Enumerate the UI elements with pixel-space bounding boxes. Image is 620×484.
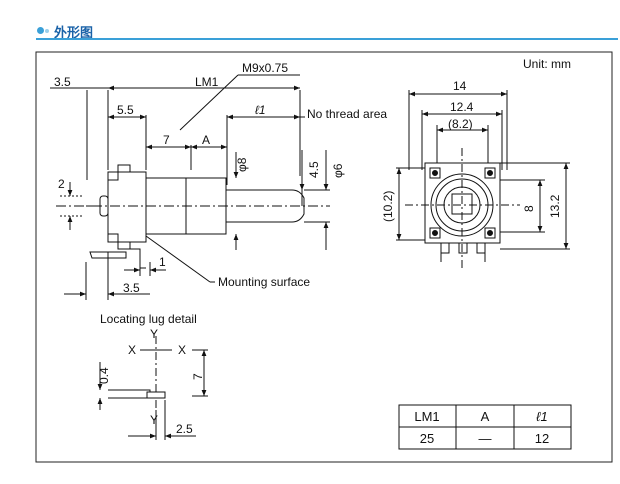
- dim-13-2: 13.2: [548, 194, 562, 218]
- bullet-icon: [37, 27, 44, 34]
- mounting-surface-label: Mounting surface: [218, 275, 310, 289]
- dim-lm1: LM1: [195, 75, 219, 89]
- lug-detail-title: Locating lug detail: [100, 312, 197, 326]
- table-header-lm1: LM1: [414, 409, 439, 424]
- dim-phi8: φ8: [235, 157, 249, 172]
- dim-l1: ℓ1: [255, 103, 266, 117]
- no-thread-area-label: No thread area: [307, 107, 387, 121]
- dim-8-front: 8: [522, 205, 536, 212]
- dim-4-5: 4.5: [307, 161, 321, 178]
- lug-x-left: X: [128, 343, 136, 357]
- dim-12-4: 12.4: [450, 100, 474, 114]
- dim-10-2: (10.2): [381, 191, 395, 222]
- dimension-table: [398, 404, 572, 450]
- table-cell-l1: 12: [535, 431, 549, 446]
- lug-dim-2-5: 2.5: [176, 422, 193, 436]
- lug-x-right: X: [178, 343, 186, 357]
- table-header-a: A: [481, 409, 490, 424]
- side-view: [50, 74, 330, 300]
- dim-8-2: (8.2): [448, 117, 473, 131]
- table-cell-lm1: 25: [420, 431, 434, 446]
- table-header-l1: ℓ1: [536, 409, 547, 424]
- dim-phi6: φ6: [331, 163, 345, 178]
- dim-3-5-bottom: 3.5: [123, 281, 140, 295]
- drawing-frame: [35, 51, 613, 463]
- front-view: [396, 90, 570, 268]
- header-rule: [36, 38, 618, 40]
- lug-dim-0-4: 0.4: [97, 367, 111, 384]
- lug-y-top: Y: [150, 327, 158, 341]
- lug-dim-7: 7: [191, 373, 205, 380]
- dim-7: 7: [163, 133, 170, 147]
- lug-detail: [97, 336, 208, 440]
- table-cell-a: —: [479, 431, 492, 446]
- page-header: 外形图: [0, 0, 620, 44]
- dim-5-5: 5.5: [117, 103, 134, 117]
- dim-a: A: [202, 133, 210, 147]
- page-title: 外形图: [54, 26, 94, 41]
- dim-2: 2: [58, 177, 65, 191]
- dim-1: 1: [159, 255, 166, 269]
- bullet-dot-icon: [45, 29, 49, 33]
- dim-14: 14: [453, 79, 467, 93]
- dim-3-5-top: 3.5: [54, 75, 71, 89]
- lug-y-bottom: Y: [150, 413, 158, 427]
- dim-m9: M9x0.75: [242, 61, 288, 75]
- unit-label: Unit: mm: [523, 57, 571, 71]
